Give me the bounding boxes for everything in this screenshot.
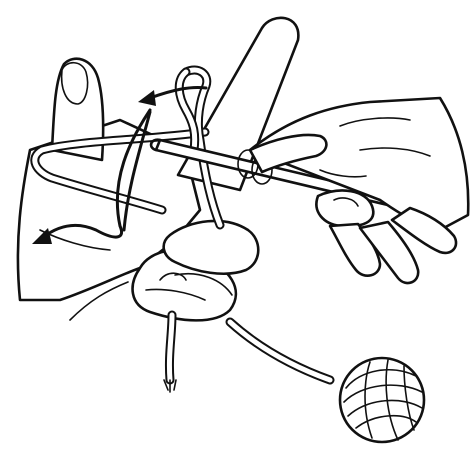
right-index-finger [316,191,373,227]
arrow-upper-head [138,90,156,106]
right-hand [250,98,468,283]
yarn-ball [340,358,424,442]
yarn-strand-to-ball [230,322,330,380]
